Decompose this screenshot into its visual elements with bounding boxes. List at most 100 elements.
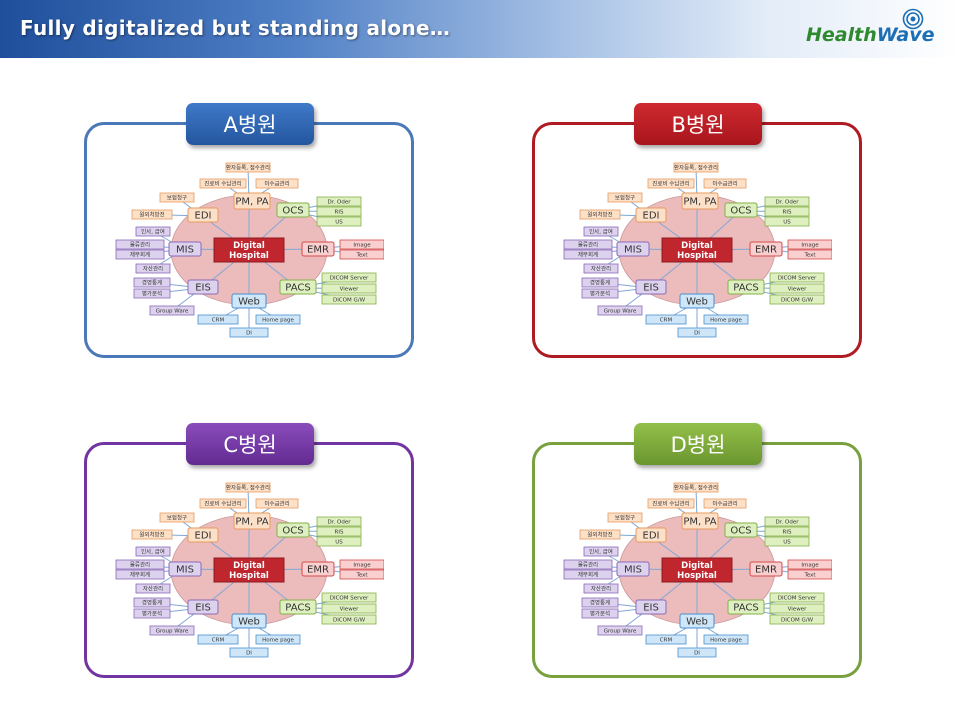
module-label-pacs: PACS xyxy=(733,603,758,614)
module-box-eis xyxy=(187,279,219,295)
item-box-di xyxy=(677,327,717,338)
item-box-item xyxy=(703,178,747,189)
title-bar: Fully digitalized but standing alone… He… xyxy=(0,0,960,58)
item-box-viewer xyxy=(321,603,377,614)
logo-text: HealthWave xyxy=(806,24,935,46)
item-label-item: 환자등록, 접수관리 xyxy=(226,164,270,172)
module-label-pm: PM, PA xyxy=(235,197,268,208)
item-label-image: Image xyxy=(353,243,371,249)
module-box-edi xyxy=(187,207,219,223)
module-label-edi: EDI xyxy=(643,531,660,542)
item-label-home-page: Home page xyxy=(710,318,742,324)
item-label-item: 인사, 급여 xyxy=(141,228,165,236)
module-label-mis: MIS xyxy=(176,565,194,576)
item-label-dr-oder: Dr. Oder xyxy=(776,200,800,206)
item-label-item: 자산관리 xyxy=(591,265,611,273)
module-label-ocs: OCS xyxy=(730,206,751,217)
item-box-item xyxy=(647,178,695,189)
item-label-image: Image xyxy=(801,243,819,249)
item-box-text xyxy=(787,249,832,260)
wave-signal-icon xyxy=(902,8,924,30)
item-label-item: 평가분석 xyxy=(142,290,162,298)
item-label-item: 보험청구 xyxy=(167,515,187,522)
item-label-item: 물류관리 xyxy=(578,241,598,249)
item-label-item: 물류관리 xyxy=(130,241,150,249)
module-label-eis: EIS xyxy=(195,603,211,614)
item-box-ris xyxy=(764,206,810,217)
item-box-text xyxy=(787,569,832,580)
module-box-web xyxy=(231,293,267,309)
item-box-item xyxy=(581,277,619,288)
item-label-di: DI xyxy=(246,651,252,657)
module-box-pacs xyxy=(279,599,317,615)
item-label-item: 미수금관리 xyxy=(712,500,737,508)
module-box-ocs xyxy=(276,202,310,218)
center-label-line: Digital xyxy=(681,561,713,571)
item-box-item xyxy=(131,529,173,540)
item-label-item: 경영통계 xyxy=(590,599,610,607)
item-label-us: US xyxy=(783,220,791,226)
item-box-text xyxy=(339,249,384,260)
module-box-emr xyxy=(749,561,783,577)
item-label-item: 평가분석 xyxy=(590,290,610,298)
module-box-eis xyxy=(635,279,667,295)
module-box-edi xyxy=(635,207,667,223)
item-box-item xyxy=(159,512,195,523)
item-label-crm: CRM xyxy=(212,638,225,644)
module-label-mis: MIS xyxy=(176,245,194,256)
item-box-item xyxy=(199,498,247,509)
module-box-mis xyxy=(168,561,202,577)
item-label-item: 인사, 급여 xyxy=(141,548,165,556)
module-label-pm: PM, PA xyxy=(235,517,268,528)
item-label-viewer: Viewer xyxy=(340,607,359,613)
item-box-item xyxy=(583,263,619,274)
item-box-dicom-server xyxy=(769,592,825,603)
item-label-text: Text xyxy=(803,573,816,579)
item-box-item xyxy=(159,192,195,203)
item-box-item xyxy=(199,178,247,189)
item-label-item: 보험청구 xyxy=(615,515,635,522)
module-box-emr xyxy=(301,241,335,257)
item-box-crm xyxy=(645,314,687,325)
module-label-pacs: PACS xyxy=(733,283,758,294)
item-label-us: US xyxy=(335,540,343,546)
item-label-ris: RIS xyxy=(335,210,344,216)
item-box-image xyxy=(339,239,384,250)
item-label-image: Image xyxy=(353,563,371,569)
item-box-item xyxy=(115,239,165,250)
item-box-dicom-g-w xyxy=(321,294,377,305)
item-box-item xyxy=(579,209,621,220)
item-label-group-ware: Group Ware xyxy=(604,629,637,635)
item-label-item: 진료비 수납관리 xyxy=(652,500,689,508)
item-box-us xyxy=(316,216,362,227)
item-box-image xyxy=(787,559,832,570)
module-label-edi: EDI xyxy=(643,211,660,222)
item-label-group-ware: Group Ware xyxy=(156,309,189,315)
item-label-item: 보험청구 xyxy=(167,195,187,202)
item-box-home-page xyxy=(703,314,749,325)
item-label-item: 보험청구 xyxy=(615,195,635,202)
module-box-eis xyxy=(635,599,667,615)
healthwave-logo: HealthWave xyxy=(806,8,951,48)
item-label-item: 원외처방전 xyxy=(587,211,612,219)
module-label-edi: EDI xyxy=(195,211,212,222)
item-label-item: 인사, 급여 xyxy=(589,548,613,556)
item-label-crm: CRM xyxy=(212,318,225,324)
item-box-group-ware xyxy=(149,305,195,316)
item-label-ris: RIS xyxy=(783,530,792,536)
item-label-item: 물류관리 xyxy=(578,561,598,569)
module-box-pacs xyxy=(727,279,765,295)
item-label-home-page: Home page xyxy=(262,318,294,324)
module-box-ocs xyxy=(276,522,310,538)
item-box-item xyxy=(673,482,719,493)
item-label-item: 환자등록, 접수관리 xyxy=(674,484,718,492)
center-label-line: Digital xyxy=(233,241,265,251)
center-label-line: Hospital xyxy=(677,251,717,261)
item-box-ris xyxy=(764,526,810,537)
item-box-item xyxy=(255,498,299,509)
item-label-item: 환자등록, 접수관리 xyxy=(674,164,718,172)
